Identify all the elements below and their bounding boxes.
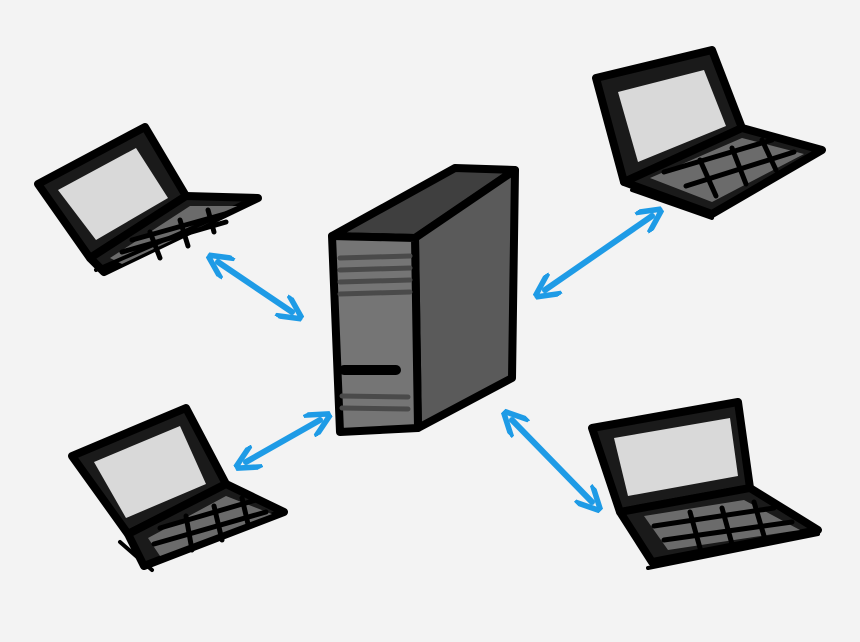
laptop-icon — [592, 46, 826, 220]
laptop-key-row — [651, 505, 777, 529]
laptop-key-col — [759, 137, 779, 173]
laptop-base-edge — [646, 532, 820, 570]
laptop-screen — [614, 418, 738, 496]
laptop-key-row — [661, 137, 775, 175]
bidirectional-arrow-icon — [246, 420, 320, 462]
laptop-key-col — [729, 145, 749, 187]
connection-arrows — [218, 216, 652, 502]
laptop-base-edge — [94, 198, 258, 272]
server-front-face — [328, 232, 422, 436]
server-vent — [337, 289, 413, 297]
laptop-key-col — [687, 509, 703, 551]
server-vent — [339, 405, 411, 412]
server-vent — [337, 277, 413, 285]
server-vent — [337, 253, 413, 261]
laptop-icon — [588, 398, 822, 570]
laptop-key-col — [751, 499, 767, 539]
server-vent — [339, 393, 411, 400]
laptop-screen — [58, 148, 168, 240]
laptop-key-col — [239, 495, 251, 527]
bidirectional-arrow-icon — [512, 420, 592, 502]
laptop-icon — [34, 123, 262, 276]
laptop-base-edge — [630, 188, 714, 220]
server-tower-icon — [328, 164, 519, 436]
laptop-key-col — [183, 513, 195, 553]
laptop-key-col — [211, 503, 225, 543]
laptop-screen — [618, 70, 726, 162]
laptop-key-col — [719, 505, 735, 547]
laptop-key-col — [697, 157, 719, 199]
bidirectional-arrow-icon — [218, 262, 292, 312]
laptop-key-row — [157, 497, 259, 531]
laptop-screen — [94, 426, 206, 518]
laptop-icon — [68, 404, 288, 572]
bidirectional-arrow-icon — [545, 216, 652, 290]
server-vent — [337, 265, 413, 273]
laptop-base-edge — [118, 540, 154, 572]
